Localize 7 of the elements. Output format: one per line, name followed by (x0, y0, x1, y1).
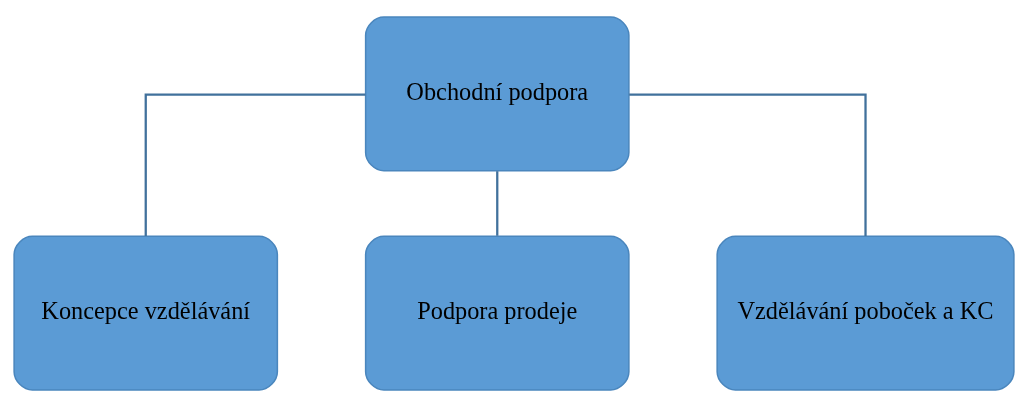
connector (496, 171, 499, 236)
node-box: Koncepce vzdělávání (13, 235, 279, 391)
connector (629, 93, 867, 237)
node-box: Vzdělávání poboček a KC (716, 235, 1015, 391)
node-box: Podpora prodeje (364, 235, 630, 391)
node-box: Obchodní podpora (364, 16, 630, 172)
connector (144, 93, 366, 237)
